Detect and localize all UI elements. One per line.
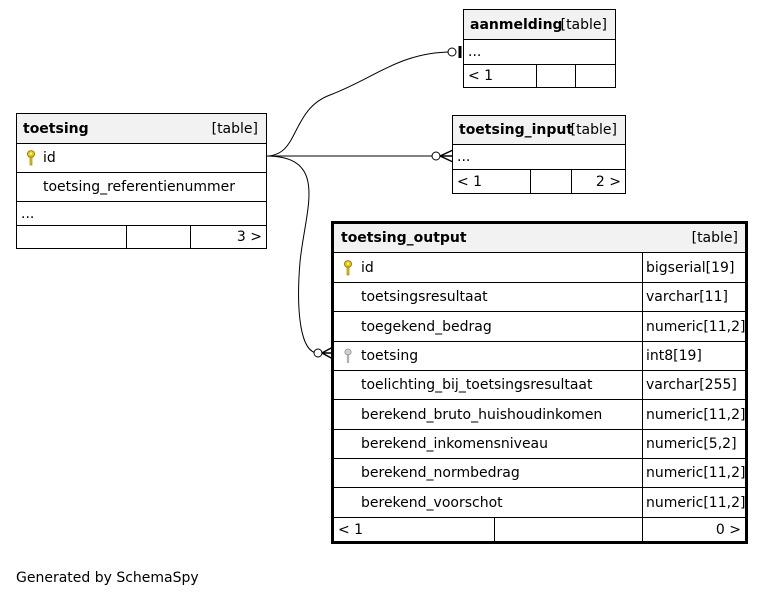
- column-type: numeric[5,2]: [646, 436, 737, 452]
- column-name: toelichting_bij_toetsingsresultaat: [361, 377, 593, 393]
- parent-count: < 1: [338, 521, 364, 538]
- column-name: toetsing: [361, 348, 419, 364]
- column-row: toetsingsresultaat varchar[11]: [334, 283, 745, 312]
- column-type: numeric[11,2]: [646, 465, 746, 481]
- table-type-label: [table]: [211, 120, 258, 137]
- column-name: toetsingsresultaat: [361, 289, 488, 305]
- table-footer: < 1 2 >: [453, 170, 625, 193]
- edge-output-zero-marker: [313, 348, 323, 358]
- column-row: toelichting_bij_toetsingsresultaat varch…: [334, 371, 745, 400]
- table-footer: 3 >: [17, 226, 266, 248]
- column-name: berekend_bruto_huishoudinkomen: [361, 406, 603, 423]
- edge-input-zero-marker: [431, 151, 441, 161]
- foreign-key-icon: [340, 342, 356, 370]
- table-aanmelding[interactable]: aanmelding [table] ... < 1: [463, 9, 616, 88]
- table-header: toetsing_output [table]: [334, 224, 745, 253]
- edge-input-crowfoot: [439, 149, 454, 163]
- column-type: bigserial[19]: [646, 259, 735, 276]
- parent-count: < 1: [457, 173, 483, 190]
- column-name: berekend_normbedrag: [361, 465, 520, 481]
- table-type-label: [table]: [560, 16, 607, 33]
- child-count: 0 >: [715, 521, 741, 538]
- column-row: toetsing_referentienummer: [17, 173, 266, 202]
- column-type: numeric[11,2]: [646, 318, 746, 335]
- table-header: toetsing_input [table]: [453, 116, 625, 145]
- column-row: id: [17, 144, 266, 173]
- table-type-label: [table]: [691, 230, 738, 246]
- column-type: varchar[11]: [646, 289, 728, 305]
- column-type: varchar[255]: [646, 377, 737, 393]
- table-footer: < 1 0 >: [334, 518, 745, 541]
- table-footer: < 1: [464, 65, 615, 87]
- edge-toetsing-aanmelding: [265, 51, 453, 157]
- table-name: toetsing_output: [341, 230, 467, 246]
- child-count: 3 >: [236, 229, 262, 245]
- table-name: toetsing: [23, 120, 89, 137]
- column-name: id: [43, 150, 56, 166]
- generated-by-text: Generated by SchemaSpy: [16, 570, 199, 586]
- edge-toetsing-toetsing-output: [265, 155, 319, 354]
- ellipsis-text: ...: [468, 44, 482, 60]
- table-ellipsis-row: ...: [464, 40, 615, 65]
- key-icon: [340, 253, 356, 282]
- column-name: berekend_voorschot: [361, 494, 503, 511]
- column-name: toetsing_referentienummer: [43, 179, 236, 195]
- column-type: numeric[11,2]: [646, 406, 746, 423]
- column-row: toetsing int8[19]: [334, 342, 745, 371]
- edge-aanmelding-zero-marker: [447, 47, 457, 57]
- parent-count: < 1: [468, 68, 494, 84]
- table-toetsing-input[interactable]: toetsing_input [table] ... < 1 2 >: [452, 115, 626, 194]
- column-name: toegekend_bedrag: [361, 318, 492, 335]
- table-header: toetsing [table]: [17, 114, 266, 144]
- table-toetsing[interactable]: toetsing [table] id toetsing_referentien…: [16, 113, 267, 249]
- table-ellipsis-row: ...: [17, 202, 266, 226]
- column-row: toegekend_bedrag numeric[11,2]: [334, 312, 745, 342]
- table-ellipsis-row: ...: [453, 145, 625, 170]
- table-type-label: [table]: [570, 122, 617, 138]
- child-count: 2 >: [595, 173, 621, 190]
- ellipsis-text: ...: [21, 205, 35, 222]
- column-row: id bigserial[19]: [334, 253, 745, 283]
- column-row: berekend_normbedrag numeric[11,2]: [334, 459, 745, 488]
- table-toetsing-output[interactable]: toetsing_output [table] id bigserial[19]…: [331, 221, 748, 544]
- column-row: berekend_inkomensniveau numeric[5,2]: [334, 430, 745, 459]
- column-row: berekend_bruto_huishoudinkomen numeric[1…: [334, 400, 745, 430]
- column-type: numeric[11,2]: [646, 494, 746, 511]
- column-name: id: [361, 259, 374, 276]
- ellipsis-text: ...: [457, 149, 471, 165]
- column-row: berekend_voorschot numeric[11,2]: [334, 488, 745, 518]
- column-type: int8[19]: [646, 348, 702, 364]
- table-name: toetsing_input: [459, 122, 574, 138]
- column-name: berekend_inkomensniveau: [361, 436, 549, 452]
- table-header: aanmelding [table]: [464, 10, 615, 40]
- table-name: aanmelding: [470, 16, 563, 33]
- key-icon: [23, 144, 39, 172]
